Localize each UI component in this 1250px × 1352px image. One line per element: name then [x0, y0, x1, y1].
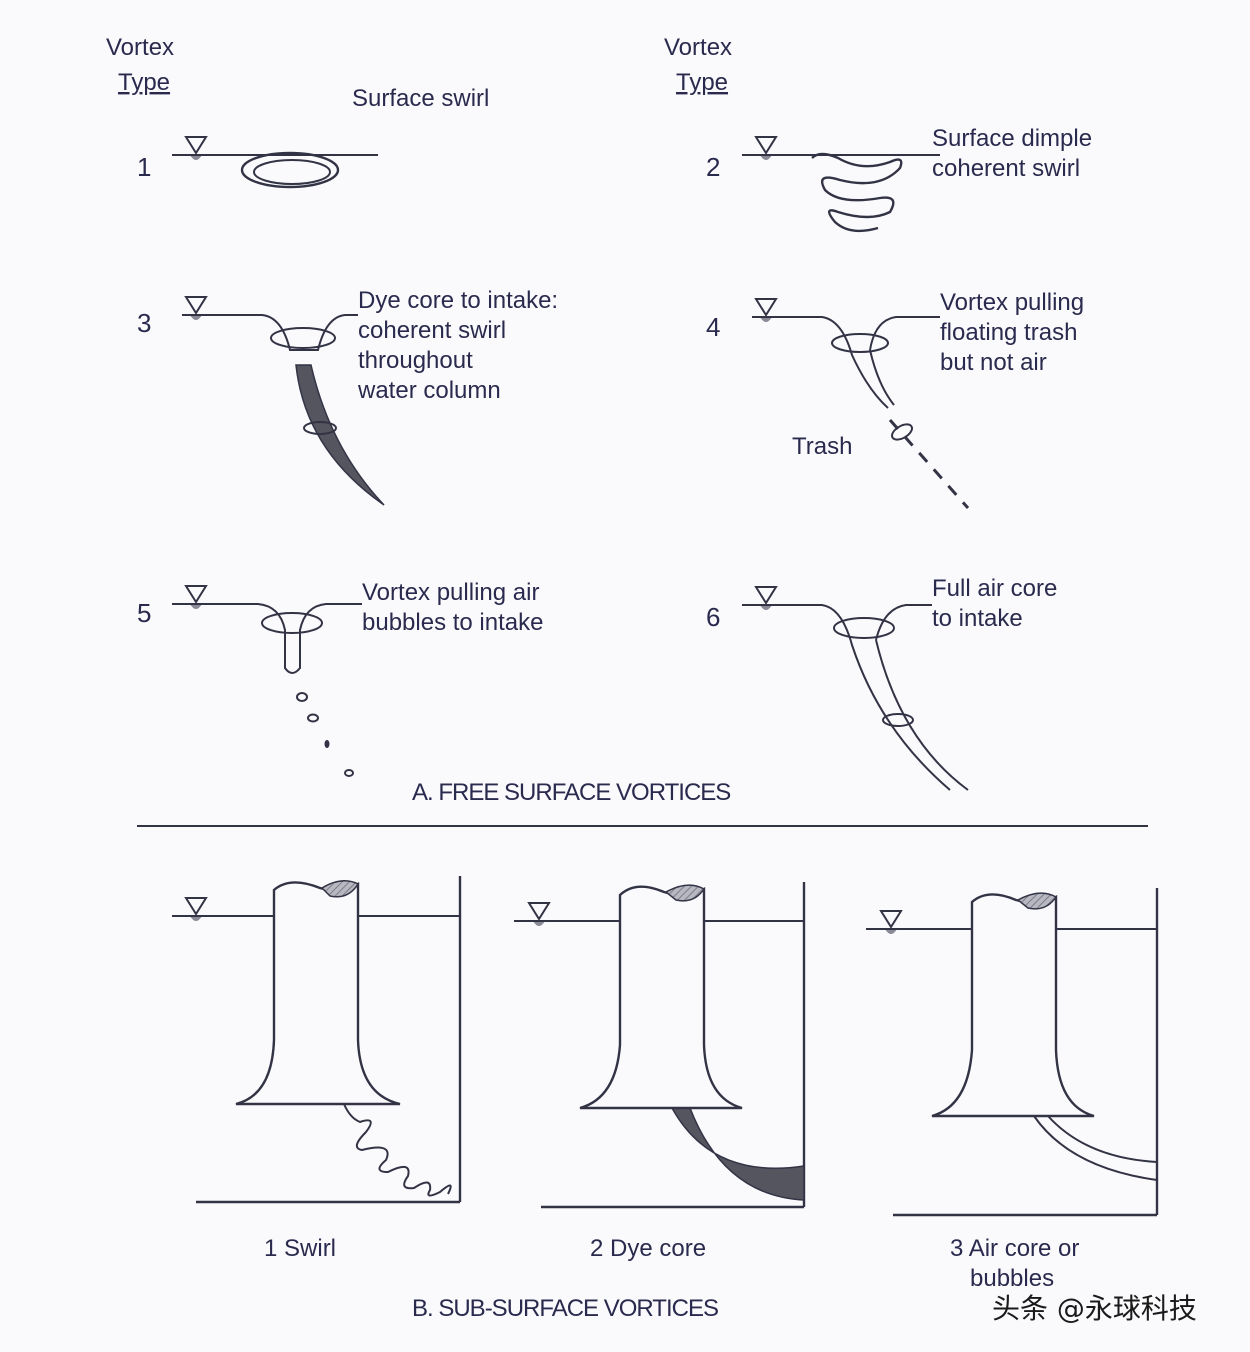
- vortex-number: 5: [137, 598, 151, 628]
- air-core: [875, 639, 969, 791]
- vortex-type-header-right: Vortex Type: [664, 34, 732, 96]
- vortex-label: Dye core to intake:: [358, 287, 558, 314]
- section-a-caption: A. FREE SURFACE VORTICES: [412, 779, 730, 806]
- sub-surface-label: 1 Swirl: [264, 1235, 336, 1262]
- water-surface-dimple: [742, 604, 951, 791]
- vortex-4: 4 Trash Vortex pulling floating trash bu…: [706, 289, 1084, 509]
- intake-pipe: [579, 885, 743, 1110]
- swirl-ring: [270, 327, 336, 349]
- swirl-coil: [343, 1103, 452, 1197]
- header-left-line1: Vortex: [106, 34, 174, 61]
- vortex-3: 3 Dye core to intake: coherent swirl thr…: [137, 287, 558, 506]
- vortex-label: to intake: [932, 605, 1023, 632]
- vortex-label: floating trash: [940, 319, 1077, 346]
- water-level-symbol: [185, 296, 207, 321]
- swirl-ring: [831, 333, 889, 353]
- water-level-symbol: [185, 585, 207, 610]
- vortex-label: bubbles to intake: [362, 609, 543, 636]
- vortex-number: 1: [137, 152, 151, 182]
- trash-label: Trash: [792, 433, 852, 460]
- dye-core: [670, 1107, 805, 1201]
- sub-surface-label: bubbles: [970, 1265, 1054, 1292]
- swirl-ring: [882, 713, 914, 727]
- header-right-line1: Vortex: [664, 34, 732, 61]
- swirl-ring: [833, 617, 895, 639]
- water-level-symbol: [755, 298, 777, 323]
- water-surface-dimple: [752, 316, 940, 409]
- water-surface-dimple: [182, 314, 358, 351]
- water-level-symbol: [755, 136, 777, 161]
- vortex-label: Vortex pulling air: [362, 579, 539, 606]
- air-bubble: [296, 692, 308, 702]
- sub-surface-vortex-3: 3 Air core or bubbles: [866, 888, 1159, 1292]
- vortex-label: but not air: [940, 349, 1047, 376]
- vortex-6: 6 Full air core to intake: [706, 575, 1057, 791]
- vortex-label: Surface dimple: [932, 125, 1092, 152]
- vortex-number: 4: [706, 312, 720, 342]
- sub-surface-label: 3 Air core or: [950, 1235, 1079, 1262]
- coherent-swirl: [811, 152, 903, 233]
- swirl-loop: [253, 159, 331, 185]
- air-bubble: [324, 740, 330, 748]
- air-bubble: [344, 769, 354, 777]
- water-level-symbol: [185, 897, 207, 922]
- water-level-symbol: [528, 902, 550, 927]
- sub-surface-vortex-1: 1 Swirl: [172, 876, 462, 1262]
- sub-surface-label: 2 Dye core: [590, 1235, 706, 1262]
- vortex-number: 6: [706, 602, 720, 632]
- pipe-cut-section: [320, 880, 360, 898]
- water-level-symbol: [880, 910, 902, 935]
- dye-core: [295, 364, 385, 506]
- vortex-label: coherent swirl: [932, 155, 1080, 182]
- vortex-number: 2: [706, 152, 720, 182]
- air-core: [1033, 1115, 1158, 1181]
- vortex-type-header-left: Vortex Type: [106, 34, 174, 96]
- swirl-ring: [303, 421, 337, 435]
- vortex-label: water column: [357, 377, 501, 404]
- water-level-symbol: [185, 136, 207, 161]
- vortex-1: 1 Surface swirl: [137, 85, 489, 189]
- vortex-core: [869, 349, 895, 406]
- air-bubble: [307, 713, 319, 723]
- vortex-label: Full air core: [932, 575, 1057, 602]
- sub-surface-vortex-2: 2 Dye core: [514, 882, 806, 1262]
- vortex-label: Surface swirl: [352, 85, 489, 112]
- swirl-ring: [261, 612, 323, 634]
- pipe-cut-section: [664, 884, 706, 902]
- vortex-number: 3: [137, 308, 151, 338]
- trash-item: [891, 423, 913, 441]
- swirl-loop: [240, 151, 340, 189]
- water-surface-dimple: [172, 603, 362, 674]
- pipe-cut-section: [1016, 892, 1058, 910]
- intake-pipe: [931, 893, 1095, 1118]
- intake-pipe: [235, 881, 401, 1106]
- vortex-2: 2 Surface dimple coherent swirl: [706, 125, 1092, 233]
- trash-path: [888, 419, 970, 509]
- section-b-caption: B. SUB-SURFACE VORTICES: [412, 1295, 718, 1322]
- watermark-text: 头条 @永球科技: [992, 1292, 1197, 1325]
- vortex-5: 5 Vortex pulling air bubbles to intake: [137, 579, 543, 777]
- header-left-line2: Type: [118, 69, 170, 96]
- vortex-label: throughout: [358, 347, 473, 374]
- vortex-label: Vortex pulling: [940, 289, 1084, 316]
- header-right-line2: Type: [676, 69, 728, 96]
- vortex-label: coherent swirl: [358, 317, 506, 344]
- water-level-symbol: [755, 586, 777, 611]
